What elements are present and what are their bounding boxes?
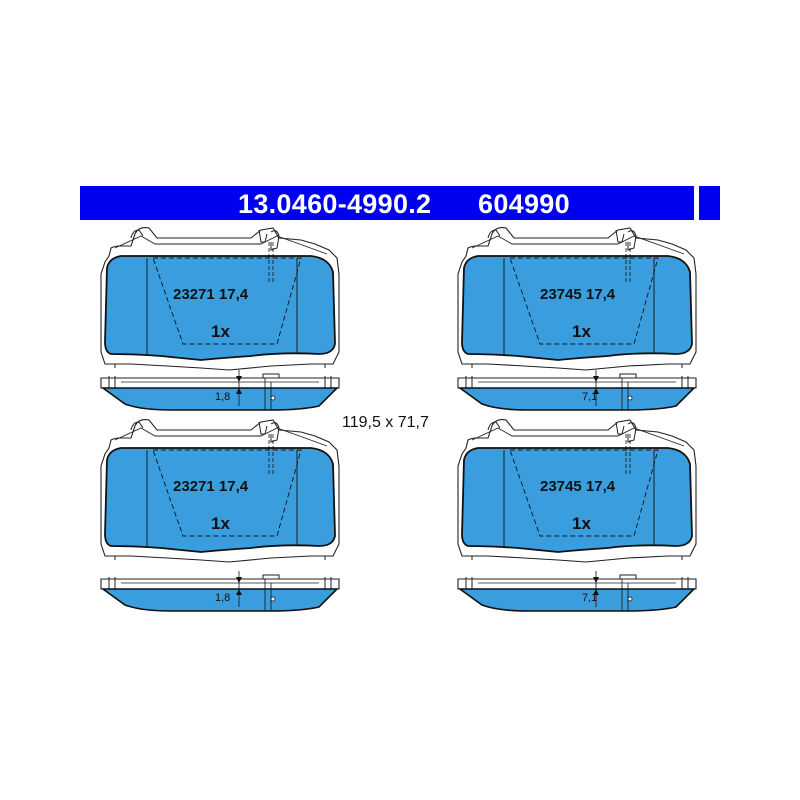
pad-quantity: 1x (211, 322, 230, 341)
pad-side-view: 1,8 (100, 369, 340, 411)
pad-thickness: 1,8 (215, 391, 230, 403)
pad-front-view: 23745 17,4 1x (457, 418, 697, 563)
part-number: 13.0460-4990.2 (238, 189, 432, 219)
pad-side-view: 1,8 (100, 570, 340, 612)
pad-side-view: 7,1 (457, 369, 697, 411)
pad-front-view: 23271 17,4 1x (100, 418, 340, 563)
pad-front-view: 23745 17,4 1x (457, 226, 697, 371)
pad-quantity: 1x (572, 514, 591, 533)
reference-number: 604990 (478, 189, 570, 219)
header-banner-tab (699, 186, 720, 220)
pad-thickness: 7,1 (582, 391, 597, 403)
pad-front-view: 23271 17,4 1x (100, 226, 340, 371)
header-banner (80, 186, 694, 220)
pad-code: 23745 17,4 (540, 478, 616, 495)
pad-side-view: 7,1 (457, 570, 697, 612)
pad-thickness: 1,8 (215, 592, 230, 604)
pad-quantity: 1x (572, 322, 591, 341)
pad-code: 23745 17,4 (540, 286, 616, 303)
pad-code: 23271 17,4 (173, 478, 249, 495)
pad-thickness: 7,1 (582, 592, 597, 604)
pad-code: 23271 17,4 (173, 286, 249, 303)
pad-quantity: 1x (211, 514, 230, 533)
pad-dimensions: 119,5 x 71,7 (342, 414, 429, 431)
